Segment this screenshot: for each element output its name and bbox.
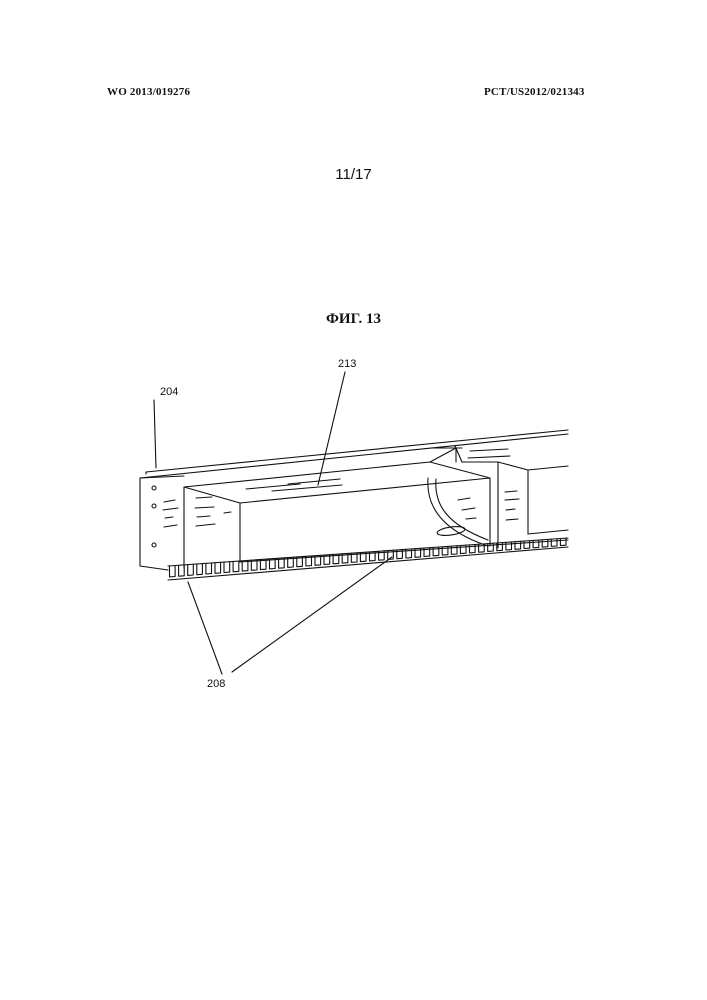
rail-tooth	[233, 561, 239, 572]
rear-channel	[462, 449, 568, 548]
curved-surface	[428, 478, 488, 546]
rail-tooth	[542, 539, 548, 547]
rail-tooth	[224, 562, 230, 573]
rail-tooth	[533, 540, 539, 548]
top-panel-frame	[184, 448, 490, 568]
rail-tooth	[179, 565, 185, 576]
leader-lines	[154, 372, 392, 674]
hole	[152, 504, 156, 508]
hole	[152, 486, 156, 490]
rail-tooth	[188, 564, 194, 575]
side-plate	[140, 476, 184, 547]
leader-208a	[188, 582, 222, 674]
rail-tooth	[524, 541, 530, 549]
leader-213	[318, 372, 345, 485]
rail-tooth	[560, 538, 566, 546]
rail-tooth	[515, 541, 521, 549]
rail-tooth	[197, 564, 203, 575]
hole	[152, 543, 156, 547]
rail-tooth	[215, 562, 221, 573]
rail-tooth	[506, 542, 512, 550]
rail-tooth	[551, 539, 557, 547]
leader-208b	[232, 557, 392, 672]
channel-body	[140, 430, 568, 570]
rail-tooth	[206, 563, 212, 574]
rail-tooth	[170, 566, 176, 577]
leader-204	[154, 400, 156, 468]
